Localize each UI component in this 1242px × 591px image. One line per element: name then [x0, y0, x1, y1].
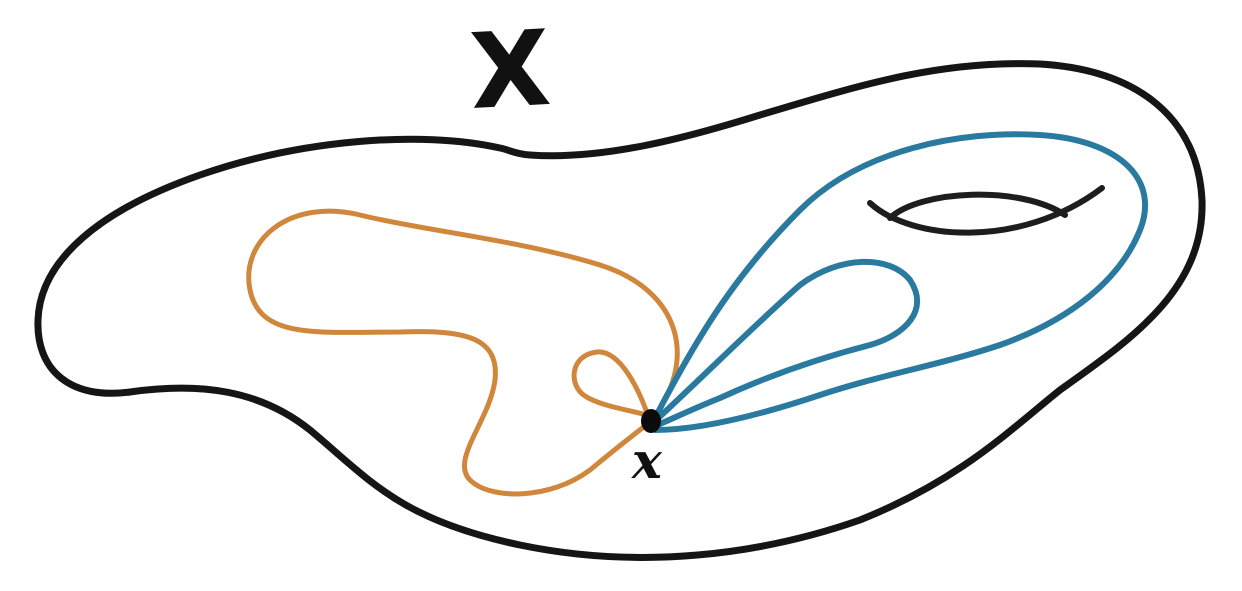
basepoint-label: x	[632, 431, 662, 490]
orange-loop-large	[246, 208, 680, 497]
blue-loop-small	[649, 258, 921, 429]
basepoint-dot	[641, 409, 661, 433]
hole-upper-arc	[887, 191, 1068, 221]
hole-lower-arc	[867, 185, 1105, 236]
space-label: X	[466, 6, 554, 134]
orange-loop-small	[571, 349, 653, 425]
blue-loop-around-hole	[649, 131, 1148, 433]
space-outline	[34, 60, 1206, 561]
